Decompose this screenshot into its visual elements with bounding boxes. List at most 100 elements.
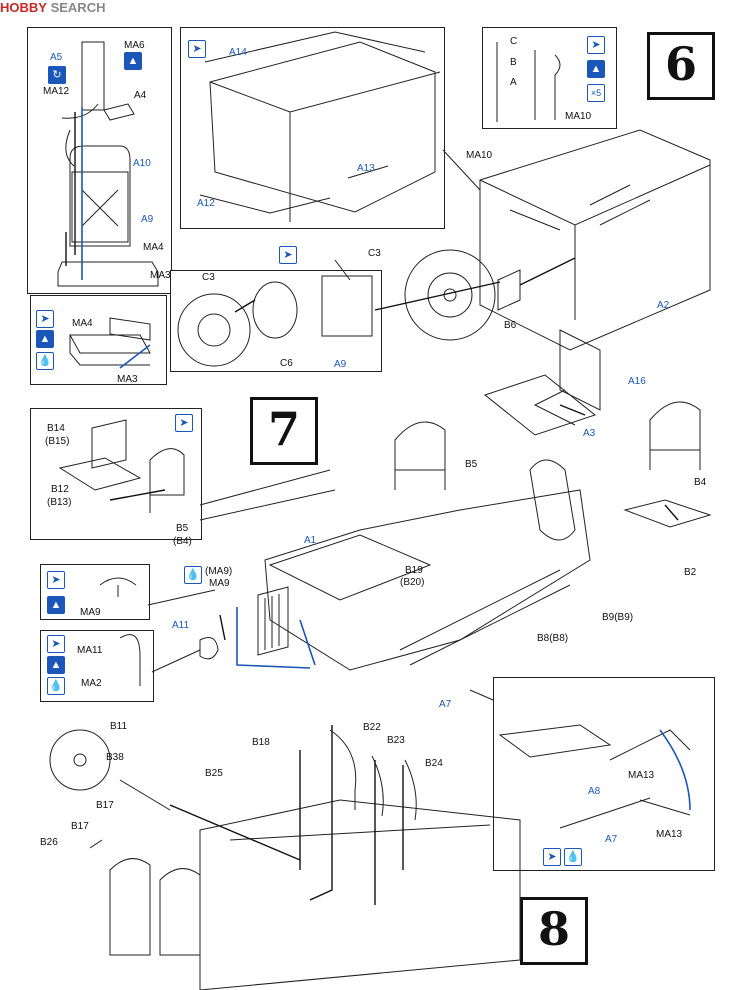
label-b8: B8(B8)	[537, 633, 569, 644]
spare-tire-rear	[529, 459, 576, 541]
glue-icon: ➤	[543, 848, 561, 866]
part-a7-strap	[559, 797, 651, 829]
paint-drop-icon: 💧	[47, 677, 65, 695]
part-a9-can	[71, 171, 129, 243]
frame-rail	[399, 569, 571, 666]
label-b-handle: B	[510, 57, 517, 68]
label-b14: B14	[47, 423, 65, 434]
part-a3	[483, 374, 597, 436]
part-b5-seat	[394, 421, 446, 490]
tub-body	[479, 129, 711, 351]
part-a13	[347, 165, 389, 179]
handle-rod	[496, 42, 561, 122]
label-ma2: MA2	[81, 678, 102, 689]
part-a11	[199, 637, 219, 660]
watermark: HOBBY SEARCH	[0, 0, 105, 16]
arrow-up-icon: ▲	[587, 60, 605, 78]
arrow-up-icon: ▲	[124, 52, 142, 70]
label-b5-small: B5	[176, 523, 189, 534]
part-a10	[69, 145, 131, 247]
label-c3-large: C3	[368, 248, 381, 259]
label-b25: B25	[205, 768, 223, 779]
part-a1-hood	[268, 534, 432, 601]
step8-dashboard	[199, 799, 521, 990]
spare-wheel-panel	[170, 270, 382, 372]
watermark-brand: HOBBY	[0, 0, 47, 15]
label-ma13-bottom: MA13	[656, 829, 683, 840]
part-ma9	[99, 577, 137, 597]
glue-icon: ➤	[188, 40, 206, 58]
label-b26: B26	[40, 837, 58, 848]
step-6-number: 6	[647, 32, 715, 100]
label-ma9: MA9	[209, 578, 230, 589]
label-b4-small: (B4)	[173, 536, 192, 547]
label-ma3-detail: MA3	[117, 374, 138, 385]
label-b6: B6	[504, 320, 517, 331]
label-a1: A1	[304, 535, 317, 546]
label-ma4-detail: MA4	[72, 318, 93, 329]
rear-detail-panel	[493, 677, 715, 871]
glue-icon: ➤	[36, 310, 54, 328]
part-a4	[103, 103, 135, 121]
label-b12: B12	[51, 484, 69, 495]
label-b17-top: B17	[96, 800, 114, 811]
label-a12: A12	[197, 198, 215, 209]
label-ma10-tub: MA10	[466, 150, 493, 161]
step-8-number: 8	[520, 897, 588, 965]
seat-b5-small	[149, 448, 185, 513]
part-b4-seat	[649, 401, 701, 470]
label-a7: A7	[439, 699, 452, 710]
step-7-number: 7	[250, 397, 318, 465]
watermark-search: SEARCH	[50, 0, 106, 15]
label-ma6: MA6	[124, 40, 145, 51]
label-a8: A8	[588, 786, 601, 797]
label-b17-bottom: B17	[71, 821, 89, 832]
jeep-body	[264, 489, 591, 671]
jeep-grille	[257, 586, 289, 656]
label-b4: B4	[694, 477, 707, 488]
label-b18: B18	[252, 737, 270, 748]
label-a14: A14	[229, 47, 247, 58]
label-b15: (B15)	[45, 436, 70, 447]
label-a5: A5	[50, 52, 63, 63]
label-a9: A9	[141, 214, 154, 225]
part-b22-lever	[329, 729, 357, 810]
part-a12	[199, 194, 331, 214]
label-b5: B5	[465, 459, 478, 470]
glue-icon: ➤	[47, 635, 65, 653]
seat-b12	[58, 457, 142, 491]
glue-icon: ➤	[279, 246, 297, 264]
glue-icon: ➤	[587, 36, 605, 54]
label-ma3: MA3	[150, 270, 171, 281]
paint-drop-icon: 💧	[184, 566, 202, 584]
part-c6	[252, 281, 298, 339]
part-a9-can-2	[321, 275, 373, 337]
label-a2: A2	[657, 300, 670, 311]
label-ma13-top: MA13	[628, 770, 655, 781]
label-b19: B19	[405, 565, 423, 576]
label-ma4: MA4	[143, 242, 164, 253]
part-a8	[498, 724, 612, 758]
part-b23-lever	[371, 755, 384, 817]
label-b24: B24	[425, 758, 443, 769]
label-a9-wheel: A9	[334, 359, 347, 370]
label-a10: A10	[133, 158, 151, 169]
label-b23: B23	[387, 735, 405, 746]
label-a13: A13	[357, 163, 375, 174]
part-a16	[533, 329, 601, 426]
part-b26	[89, 839, 103, 849]
label-ma10-handle: MA10	[565, 111, 592, 122]
seat-b14	[91, 419, 127, 469]
arrow-up-icon: ▲	[36, 330, 54, 348]
paint-drop-icon: 💧	[564, 848, 582, 866]
tub-seat-wells	[509, 184, 651, 231]
label-a4: A4	[134, 90, 147, 101]
seat-panel	[30, 408, 202, 540]
part-b24-lever	[404, 759, 417, 821]
flip-icon: ↻	[48, 66, 66, 84]
part-ma11	[119, 634, 141, 686]
step8-seats	[109, 858, 201, 956]
ma4-bracket	[69, 317, 151, 366]
